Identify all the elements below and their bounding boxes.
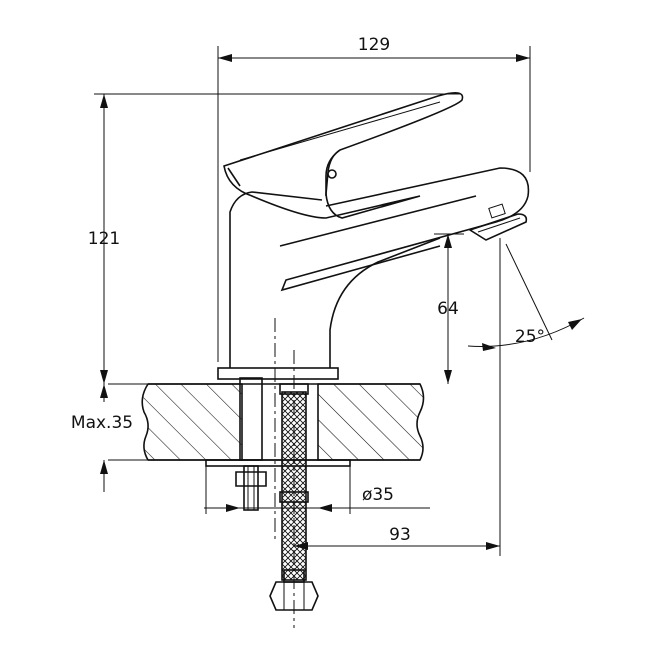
- hole-diameter-label: ø35: [362, 485, 394, 505]
- max-deck-label: Max.35: [71, 413, 133, 433]
- handle-lever: [223, 92, 464, 219]
- height-label: 121: [88, 229, 120, 249]
- dimension-reach: 93: [294, 238, 501, 556]
- dimension-spout-angle: 25°: [467, 243, 585, 351]
- dimension-width: 129: [217, 35, 531, 362]
- spout-height-label: 64: [437, 299, 459, 319]
- dimension-max-deck: Max.35: [71, 384, 133, 492]
- dimension-spout-height: 64: [434, 233, 464, 384]
- spout-angle-label: 25°: [515, 327, 545, 347]
- reach-label: 93: [389, 525, 411, 545]
- countertop-section: [108, 383, 425, 467]
- mounting-stud: [235, 377, 267, 511]
- faucet-body: [217, 167, 530, 380]
- dimension-height: 121: [88, 93, 460, 384]
- dimension-hole-diameter: ø35: [204, 466, 430, 514]
- width-label: 129: [358, 35, 390, 55]
